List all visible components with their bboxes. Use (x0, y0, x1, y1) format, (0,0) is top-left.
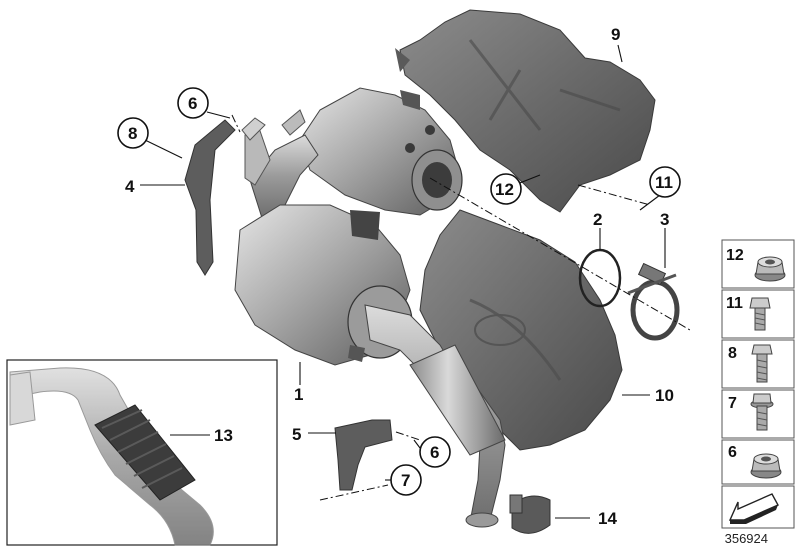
detail-inset: 13 (6, 359, 278, 546)
svg-text:6: 6 (728, 444, 737, 461)
callout-3: 3 (660, 210, 669, 229)
svg-text:6: 6 (430, 443, 439, 462)
inlet-pipe (241, 109, 319, 219)
callout-6-top: 6 (177, 87, 209, 119)
direction-arrow-box (721, 485, 795, 529)
alignment-line-bracket-top (231, 114, 241, 133)
svg-text:11: 11 (655, 173, 673, 192)
callout-2: 2 (593, 210, 602, 229)
svg-text:14: 14 (598, 509, 617, 528)
svg-text:2: 2 (593, 210, 602, 229)
alignment-line-bracket-bottom (319, 484, 389, 501)
svg-text:11: 11 (726, 295, 743, 312)
callout-4: 4 (125, 177, 135, 196)
callout-13: 13 (214, 426, 233, 445)
callout-6-bottom: 6 (419, 436, 451, 468)
callout-11: 11 (649, 166, 681, 198)
upper-catalytic-converter (299, 87, 463, 216)
callout-1: 1 (294, 385, 303, 404)
v-band-clamp (627, 262, 680, 341)
svg-text:9: 9 (611, 25, 620, 44)
svg-text:12: 12 (495, 180, 514, 199)
svg-text:10: 10 (655, 386, 674, 405)
fastener-row-8: 8 (721, 339, 795, 389)
callout-8: 8 (117, 117, 149, 149)
svg-text:3: 3 (660, 210, 669, 229)
support-bracket-bottom (334, 419, 393, 491)
alignment-line-shield (577, 184, 651, 206)
pipe-clamp (509, 494, 551, 534)
fastener-row-7: 7 (721, 389, 795, 439)
drawing-number: 356924 (724, 531, 768, 546)
direction-arrow-icon (728, 493, 779, 524)
hex-bolt-long-icon (751, 344, 773, 383)
alignment-line-bracket-right (395, 431, 421, 441)
svg-text:8: 8 (728, 345, 737, 362)
main-catalytic-converter (234, 204, 413, 366)
callout-7: 7 (390, 464, 422, 496)
fastener-row-12: 12 (721, 239, 795, 289)
svg-text:7: 7 (401, 471, 410, 490)
callout-10: 10 (655, 386, 674, 405)
flange-nut-icon (754, 256, 786, 282)
support-bracket-left (184, 119, 236, 276)
svg-text:8: 8 (128, 124, 137, 143)
svg-text:1: 1 (294, 385, 303, 404)
callout-5: 5 (292, 425, 301, 444)
alignment-line-gasket (429, 177, 691, 331)
fastener-panel: 12 11 8 (721, 239, 795, 529)
callout-12: 12 (490, 173, 522, 205)
svg-text:7: 7 (728, 395, 737, 412)
svg-text:5: 5 (292, 425, 301, 444)
exhaust-pipe (364, 304, 506, 528)
svg-text:12: 12 (726, 247, 744, 264)
flange-nut-icon (750, 453, 782, 479)
hex-bolt-short-icon (749, 297, 771, 331)
callout-9: 9 (611, 25, 620, 44)
fastener-row-11: 11 (721, 289, 795, 339)
fastener-row-6: 6 (721, 439, 795, 485)
callout-14: 14 (598, 509, 617, 528)
heat-shield-upper (395, 9, 656, 213)
svg-text:6: 6 (188, 94, 197, 113)
hex-bolt-flange-icon (750, 393, 774, 431)
svg-text:4: 4 (125, 177, 135, 196)
